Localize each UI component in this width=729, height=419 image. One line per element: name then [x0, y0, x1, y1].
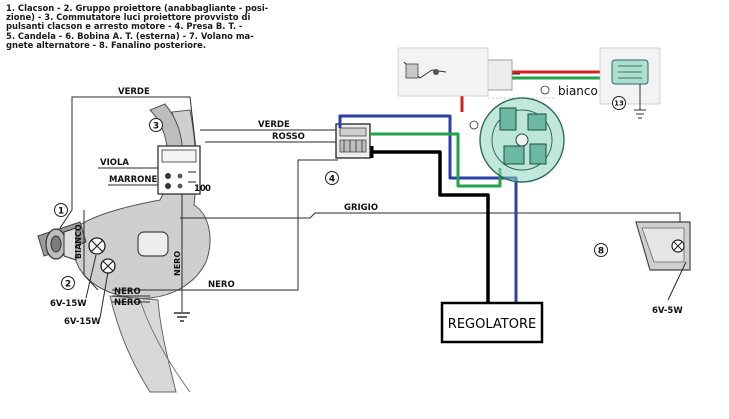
rear-lamp	[635, 221, 691, 301]
callout-13: 13	[612, 96, 626, 110]
light-switch-box	[157, 145, 201, 195]
ignition-coil	[599, 47, 661, 119]
callout-4: 4	[325, 171, 339, 185]
black-wire	[372, 150, 490, 303]
wire-verde-top	[59, 96, 197, 229]
svg-text:3: 3	[153, 122, 159, 132]
legshield-outline	[139, 299, 191, 393]
legend-line: gnete alternatore - 8. Fanalino posterio…	[6, 39, 207, 50]
connector-block	[335, 123, 371, 159]
ground-symbol	[174, 312, 190, 322]
svg-text:4: 4	[329, 175, 335, 185]
wire-grigio	[180, 212, 681, 238]
green-wire	[370, 132, 502, 188]
legend-line: 1. Clacson - 2. Gruppo proiettore (anabb…	[6, 3, 269, 13]
label-marrone: MARRONE	[109, 175, 157, 185]
label-verde-top: VERDE	[118, 87, 150, 97]
label-bianco-vertical: BIANCO	[74, 224, 83, 259]
svg-text:8: 8	[598, 247, 604, 257]
blue-wire	[338, 114, 518, 303]
label-bianco-added: bianco	[558, 84, 598, 98]
headlamp-bulb-a	[88, 237, 106, 255]
svg-text:2: 2	[65, 280, 71, 290]
legend-line: zione) - 3. Commutatore luci proiettore …	[6, 12, 251, 23]
headlamp-window	[137, 231, 169, 257]
colored-wires	[338, 70, 612, 303]
rating-front-a: 6V-15W	[50, 299, 87, 309]
label-nero-vertical: NERO	[173, 251, 182, 276]
label-nero-lower-2: NERO	[114, 298, 141, 308]
bulb-ratings: 6V-15W 6V-15W 6V-5W	[50, 299, 683, 327]
label-viola: VIOLA	[100, 158, 129, 168]
label-verde-mid: VERDE	[258, 120, 290, 130]
legshield	[109, 295, 177, 393]
svg-text:13: 13	[614, 100, 624, 108]
callout-1: 1	[54, 203, 68, 217]
wire-labels: VERDE VERDE ROSSO VIOLA MARRONE BIANCO N…	[74, 84, 598, 308]
label-nero-horizontal: NERO	[208, 280, 235, 290]
svg-text:1: 1	[58, 207, 64, 217]
regulator-box: REGOLATORE	[440, 301, 544, 344]
headlamp-bulb-b	[100, 258, 116, 274]
callout-8: 8	[594, 243, 608, 257]
callout-3: 3	[149, 118, 163, 132]
component-numbers: 1 2 3 4 8 13	[54, 96, 626, 290]
rating-rear: 6V-5W	[652, 306, 683, 316]
switch-position-marks: 10 0	[194, 184, 211, 194]
label-nero-lower-1: NERO	[114, 287, 141, 297]
rating-front-b: 6V-15W	[64, 317, 101, 327]
legend-line: 5. Candela - 6. Bobina A. T. (esterna) -…	[6, 30, 254, 41]
legend-text: 1. Clacson - 2. Gruppo proiettore (anabb…	[6, 3, 269, 50]
regulator-label: REGOLATORE	[448, 317, 536, 332]
wire-nero-horizontal	[112, 159, 338, 291]
leader-bulb-a	[85, 254, 97, 299]
handlebar-shape	[72, 109, 211, 299]
label-grigio: GRIGIO	[344, 203, 378, 213]
wire-bianco	[83, 210, 99, 291]
switch-lo-label: 10	[194, 184, 206, 194]
horn	[45, 227, 77, 261]
spark-plug	[397, 47, 489, 97]
magneto-alternator	[469, 59, 565, 183]
legend-line: pulsanti clacson e arresto motore - 4. P…	[6, 21, 243, 32]
leader-bulb-b	[99, 271, 109, 319]
label-rosso: ROSSO	[272, 132, 305, 142]
switch-zero-label: 0	[205, 184, 211, 194]
callout-2: 2	[61, 276, 75, 290]
